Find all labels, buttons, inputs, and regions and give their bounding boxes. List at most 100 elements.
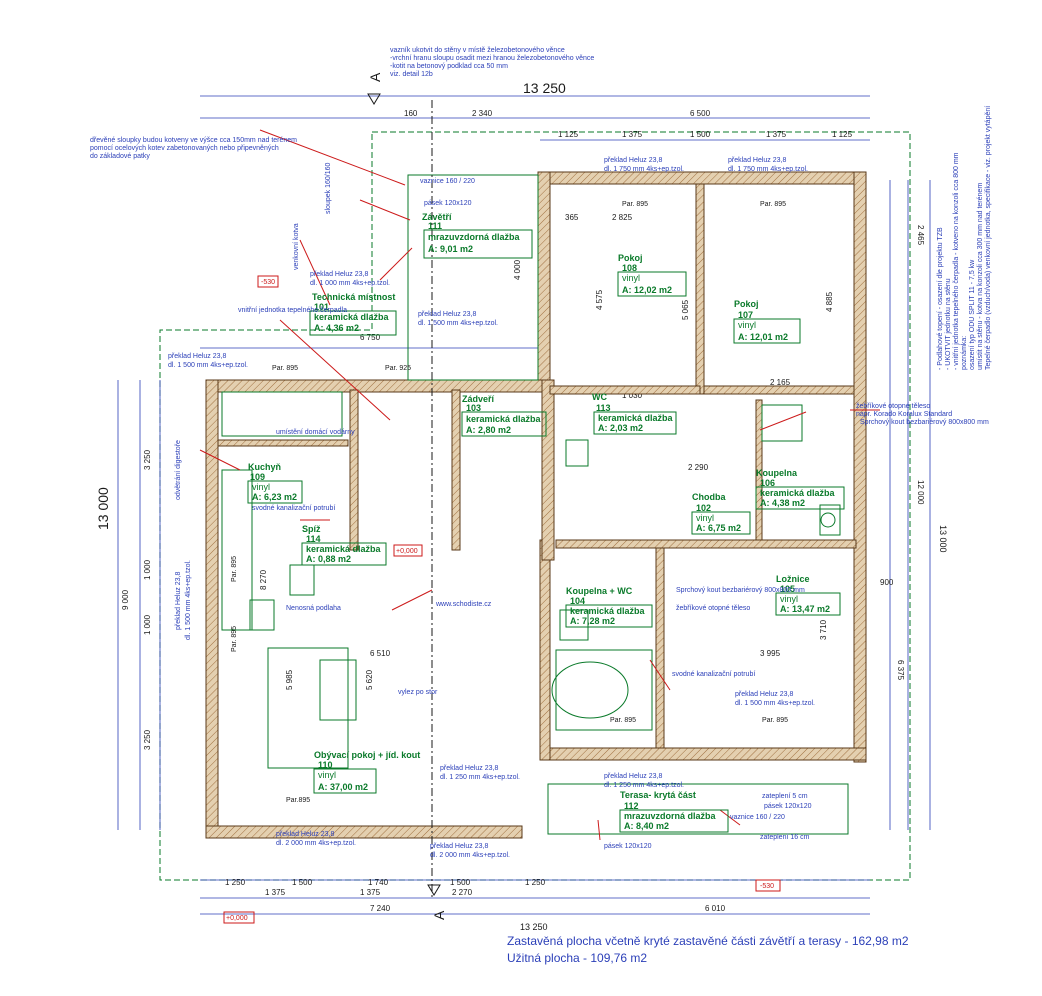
- svg-text:dl. 1 500 mm 4ks+ep.tzol.: dl. 1 500 mm 4ks+ep.tzol.: [185, 560, 192, 640]
- svg-text:Par. 925: Par. 925: [385, 365, 411, 372]
- svg-text:Technická místnost: Technická místnost: [312, 292, 395, 302]
- svg-text:umístění domácí vodárny: umístění domácí vodárny: [276, 429, 355, 436]
- svg-text:pásek 120x120: pásek 120x120: [604, 843, 652, 850]
- top-dim-1: 160: [404, 109, 418, 118]
- svg-text:žebříkové otopné těleso: žebříkové otopné těleso: [676, 605, 750, 612]
- section-markers: A A: [367, 72, 447, 920]
- left-total-dim: 13 000: [95, 487, 111, 530]
- svg-text:A: 2,80 m2: A: 2,80 m2: [466, 425, 511, 435]
- svg-text:keramická dlažba: keramická dlažba: [570, 606, 646, 616]
- dim-2825: 2 825: [612, 213, 633, 222]
- svg-text:dl. 1 750 mm 4ks+ep.tzol.: dl. 1 750 mm 4ks+ep.tzol.: [728, 166, 808, 173]
- svg-text:Par. 895: Par. 895: [610, 717, 636, 724]
- svg-text:poznámka:: poznámka:: [961, 336, 968, 370]
- floor-labels: Par. 895 Par. 895 Par. 895 Par. 925 Par.…: [231, 201, 788, 804]
- roof-outline: [159, 131, 911, 881]
- svg-text:keramická dlažba: keramická dlažba: [314, 312, 390, 322]
- annotation-leaders: [199, 129, 880, 841]
- svg-text:108: 108: [622, 263, 637, 273]
- right-total-dim: 13 000: [938, 525, 948, 553]
- room-label-113: WC 113 keramická dlažba A: 2,03 m2: [592, 392, 677, 435]
- svg-text:102: 102: [696, 503, 711, 513]
- footer-usable-area: Užitná plocha - 109,76 m2: [507, 951, 648, 965]
- svg-text:Tepelné čerpadlo (vzduch/voda): Tepelné čerpadlo (vzduch/voda) venkovní …: [985, 106, 992, 370]
- bottom-dim-b2: 1 375: [360, 888, 381, 897]
- svg-text:překlad Heluz 23,8: překlad Heluz 23,8: [430, 843, 488, 850]
- svg-text:- UKOTVIT jednotku na stěnu: - UKOTVIT jednotku na stěnu: [945, 278, 952, 370]
- svg-text:překlad Heluz 23,8: překlad Heluz 23,8: [175, 572, 182, 630]
- dim-6750: 6 750: [360, 333, 381, 342]
- walls: [205, 171, 867, 839]
- svg-text:Závětří: Závětří: [422, 212, 452, 222]
- svg-text:-kotit na betonový podklad cca: -kotit na betonový podklad cca 50 mm: [390, 63, 508, 70]
- svg-text:sloupek 160/160: sloupek 160/160: [325, 163, 332, 214]
- room-label-108: Pokoj 108 vinyl A: 12,02 m2: [617, 253, 687, 297]
- dim-2165: 2 165: [770, 378, 791, 387]
- svg-text:Sprchový kout bezbariérový 800: Sprchový kout bezbariérový 800x800 mm: [676, 587, 805, 594]
- notes: vazník ukotvit do stěny v místě železobe…: [90, 47, 992, 850]
- room-label-107: Pokoj 107 vinyl A: 12,01 m2: [733, 299, 801, 344]
- svg-text:A: 9,01 m2: A: 9,01 m2: [428, 244, 473, 254]
- svg-text:Koupelna: Koupelna: [756, 468, 798, 478]
- dim-3995: 3 995: [760, 649, 781, 658]
- lintel-labels: překlad Heluz 23,8 dl. 1 750 mm 4ks+ep.t…: [168, 157, 815, 859]
- room-label-114: Spíž 114 keramická dlažba A: 0,88 m2: [301, 524, 387, 566]
- svg-text:vylez po stor: vylez po stor: [398, 689, 438, 696]
- svg-text:vazník ukotvit do stěny v míst: vazník ukotvit do stěny v místě železobe…: [390, 47, 565, 54]
- right-dim-1: 2 465: [916, 225, 925, 246]
- dim-4885: 4 885: [825, 291, 834, 312]
- svg-text:mrazuvzdorná dlažba: mrazuvzdorná dlažba: [428, 232, 521, 242]
- svg-text:Terasa- krytá část: Terasa- krytá část: [620, 790, 696, 800]
- left-dim-5: 3 250: [143, 729, 152, 750]
- svg-text:keramická dlažba: keramická dlažba: [760, 488, 836, 498]
- svg-text:-530: -530: [261, 279, 275, 286]
- svg-text:- vnitřní jednotka tepelného č: - vnitřní jednotka tepelného čerpadla - …: [953, 152, 960, 370]
- svg-text:104: 104: [570, 596, 585, 606]
- svg-text:Pokoj: Pokoj: [734, 299, 759, 309]
- svg-text:vinyl: vinyl: [738, 320, 756, 330]
- svg-text:- Podlahové topení - osazení d: - Podlahové topení - osazení dle projekt…: [937, 227, 944, 370]
- svg-text:překlad Heluz 23,8: překlad Heluz 23,8: [604, 157, 662, 164]
- svg-text:dl. 1 750 mm 4ks+ep.tzol.: dl. 1 750 mm 4ks+ep.tzol.: [604, 166, 684, 173]
- bottom-dim-b3: 2 270: [452, 888, 473, 897]
- svg-text:113: 113: [596, 403, 611, 413]
- svg-text:Pokoj: Pokoj: [618, 253, 643, 263]
- room-label-103: Zádveří 103 keramická dlažba A: 2,80 m2: [461, 394, 547, 437]
- svg-text:Nenosná podlaha: Nenosná podlaha: [286, 605, 341, 612]
- svg-text:překlad Heluz 23,8: překlad Heluz 23,8: [168, 353, 226, 360]
- svg-text:Par. 895: Par. 895: [762, 717, 788, 724]
- top-room-dim-1: 1 125: [558, 130, 579, 139]
- bottom-dim-c2: 6 010: [705, 904, 726, 913]
- svg-text:překlad Heluz 23,8: překlad Heluz 23,8: [604, 773, 662, 780]
- svg-text:překlad Heluz 23,8: překlad Heluz 23,8: [735, 691, 793, 698]
- svg-text:dl. 1 500 mm 4ks+ep.tzol.: dl. 1 500 mm 4ks+ep.tzol.: [168, 362, 248, 369]
- right-dim-4: 900: [880, 578, 894, 587]
- svg-text:žebříkové otopné těleso: žebříkové otopné těleso: [856, 403, 930, 410]
- svg-text:dřevěné sloupky budou kotveny: dřevěné sloupky budou kotveny ve výšce c…: [90, 137, 297, 144]
- dim-365: 365: [565, 213, 579, 222]
- top-room-dim-4: 1 375: [766, 130, 787, 139]
- room-label-111: Závětří 111 mrazuvzdorná dlažba A: 9,01 …: [422, 212, 533, 259]
- room-label-109: Kuchyň 109 vinyl A: 6,23 m2: [247, 462, 303, 504]
- svg-text:A: 0,88 m2: A: 0,88 m2: [306, 554, 351, 564]
- svg-text:vaznice 160 / 220: vaznice 160 / 220: [420, 178, 475, 185]
- svg-text:pomocí ocelových kotev zabeton: pomocí ocelových kotev zabetonovaných ne…: [90, 145, 279, 152]
- dim-4575: 4 575: [595, 289, 604, 310]
- svg-text:překlad Heluz 23,8: překlad Heluz 23,8: [440, 765, 498, 772]
- svg-text:pásek 120x120: pásek 120x120: [424, 200, 472, 207]
- svg-text:dl. 1 500 mm 4ks+ep.tzol.: dl. 1 500 mm 4ks+ep.tzol.: [418, 320, 498, 327]
- svg-text:svodné kanalizační potrubí: svodné kanalizační potrubí: [252, 505, 335, 512]
- dim-4000: 4 000: [513, 259, 522, 280]
- dimension-lines: [117, 95, 931, 915]
- room-label-112: Terasa- krytá část 112 mrazuvzdorná dlaž…: [619, 790, 729, 833]
- svg-text:Par.895: Par.895: [286, 797, 310, 804]
- dim-5985: 5 985: [285, 669, 294, 690]
- svg-text:107: 107: [738, 310, 753, 320]
- left-dim-4: 1 000: [143, 614, 152, 635]
- footer-built-up-area: Zastavěná plocha včetně kryté zastavěné …: [507, 934, 909, 948]
- room-label-101: Technická místnost 101 keramická dlažba …: [309, 292, 397, 336]
- svg-text:101: 101: [314, 302, 329, 312]
- svg-text:109: 109: [250, 472, 265, 482]
- svg-text:překlad Heluz 23,8: překlad Heluz 23,8: [728, 157, 786, 164]
